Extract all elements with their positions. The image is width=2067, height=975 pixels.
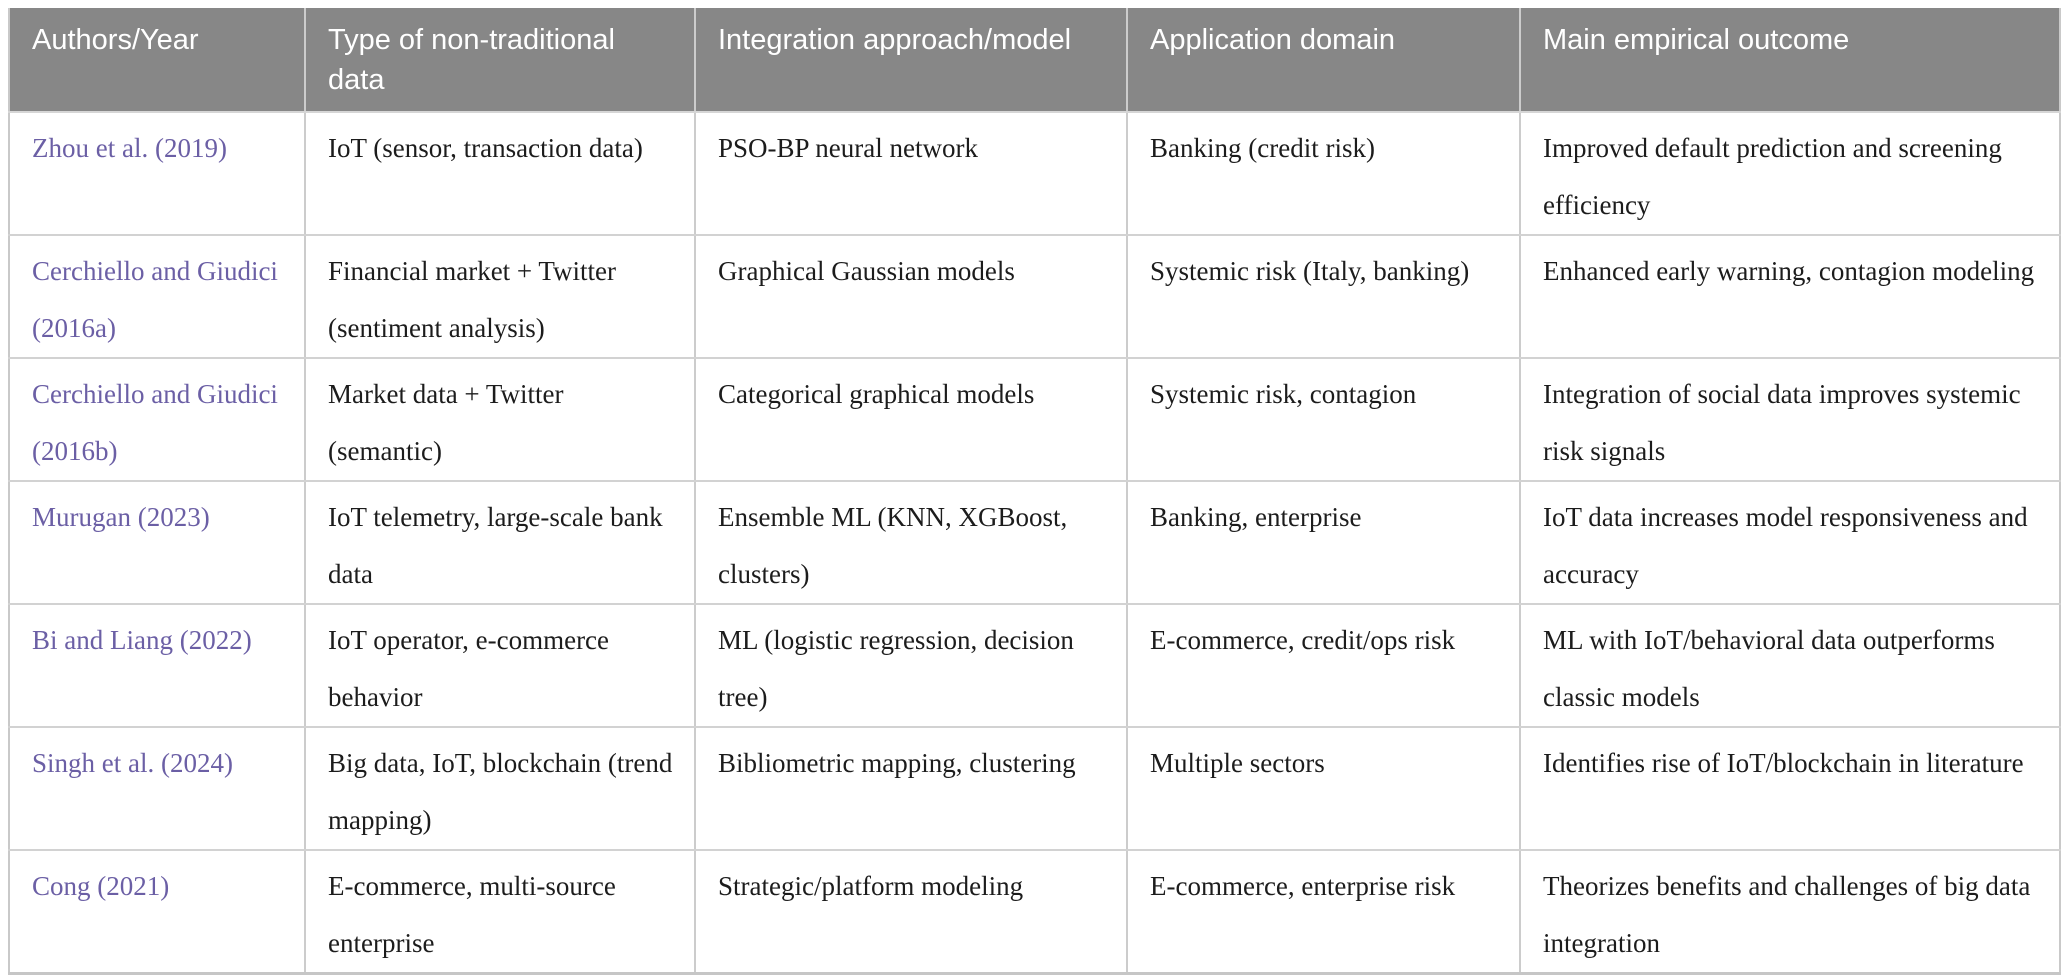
cell-author: Cerchiello and Giudici (2016a): [9, 235, 305, 359]
cell-data-type: IoT (sensor, transaction data): [304, 112, 695, 236]
author-citation-link[interactable]: Cong (2021): [32, 871, 170, 901]
author-citation-link[interactable]: Cerchiello and Giudici (2016a): [32, 256, 278, 343]
table-row: Cerchiello and Giudici (2016b) Market da…: [9, 358, 2060, 482]
cell-data-type: Market data + Twitter (semantic): [304, 358, 695, 482]
cell-data-type: Big data, IoT, blockchain (trend mapping…: [304, 727, 695, 851]
table-row: Zhou et al. (2019) IoT (sensor, transact…: [9, 112, 2060, 236]
cell-author: Zhou et al. (2019): [9, 112, 305, 236]
cell-domain: E-commerce, enterprise risk: [1126, 850, 1520, 974]
cell-outcome: Integration of social data improves syst…: [1519, 358, 2060, 482]
cell-approach: ML (logistic regression, decision tree): [694, 604, 1127, 728]
cell-data-type: E-commerce, multi-source enterprise: [304, 850, 695, 974]
cell-approach: PSO-BP neural network: [694, 112, 1127, 236]
cell-domain: Multiple sectors: [1126, 727, 1520, 851]
literature-review-table: Authors/Year Type of non-traditional dat…: [8, 8, 2061, 975]
cell-outcome: ML with IoT/behavioral data outperforms …: [1519, 604, 2060, 728]
literature-review-table-container: Authors/Year Type of non-traditional dat…: [8, 8, 2061, 975]
cell-domain: Banking, enterprise: [1126, 481, 1520, 605]
cell-approach: Categorical graphical models: [694, 358, 1127, 482]
table-header: Authors/Year Type of non-traditional dat…: [9, 8, 2060, 113]
cell-author: Singh et al. (2024): [9, 727, 305, 851]
cell-author: Cong (2021): [9, 850, 305, 974]
cell-domain: E-commerce, credit/ops risk: [1126, 604, 1520, 728]
cell-approach: Graphical Gaussian models: [694, 235, 1127, 359]
cell-domain: Banking (credit risk): [1126, 112, 1520, 236]
column-header-main-outcome: Main empirical outcome: [1519, 8, 2060, 113]
cell-data-type: IoT telemetry, large-scale bank data: [304, 481, 695, 605]
table-row: Murugan (2023) IoT telemetry, large-scal…: [9, 481, 2060, 605]
cell-author: Cerchiello and Giudici (2016b): [9, 358, 305, 482]
cell-author: Bi and Liang (2022): [9, 604, 305, 728]
author-citation-link[interactable]: Murugan (2023): [32, 502, 210, 532]
table-row: Cong (2021) E-commerce, multi-source ent…: [9, 850, 2060, 974]
table-row: Singh et al. (2024) Big data, IoT, block…: [9, 727, 2060, 851]
table-body: Zhou et al. (2019) IoT (sensor, transact…: [9, 112, 2060, 974]
cell-data-type: IoT operator, e-commerce behavior: [304, 604, 695, 728]
cell-outcome: Identifies rise of IoT/blockchain in lit…: [1519, 727, 2060, 851]
author-citation-link[interactable]: Zhou et al. (2019): [32, 133, 227, 163]
author-citation-link[interactable]: Cerchiello and Giudici (2016b): [32, 379, 278, 466]
cell-approach: Strategic/platform modeling: [694, 850, 1127, 974]
table-row: Cerchiello and Giudici (2016a) Financial…: [9, 235, 2060, 359]
header-row: Authors/Year Type of non-traditional dat…: [9, 8, 2060, 113]
cell-outcome: Theorizes benefits and challenges of big…: [1519, 850, 2060, 974]
cell-approach: Bibliometric mapping, clustering: [694, 727, 1127, 851]
column-header-data-type: Type of non-traditional data: [304, 8, 695, 113]
cell-domain: Systemic risk, contagion: [1126, 358, 1520, 482]
cell-outcome: Enhanced early warning, contagion modeli…: [1519, 235, 2060, 359]
table-row: Bi and Liang (2022) IoT operator, e-comm…: [9, 604, 2060, 728]
column-header-integration-approach: Integration approach/model: [694, 8, 1127, 113]
column-header-application-domain: Application domain: [1126, 8, 1520, 113]
author-citation-link[interactable]: Bi and Liang (2022): [32, 625, 252, 655]
author-citation-link[interactable]: Singh et al. (2024): [32, 748, 233, 778]
cell-author: Murugan (2023): [9, 481, 305, 605]
cell-data-type: Financial market + Twitter (sentiment an…: [304, 235, 695, 359]
column-header-authors-year: Authors/Year: [9, 8, 305, 113]
cell-outcome: IoT data increases model responsiveness …: [1519, 481, 2060, 605]
cell-domain: Systemic risk (Italy, banking): [1126, 235, 1520, 359]
cell-outcome: Improved default prediction and screenin…: [1519, 112, 2060, 236]
cell-approach: Ensemble ML (KNN, XGBoost, clusters): [694, 481, 1127, 605]
